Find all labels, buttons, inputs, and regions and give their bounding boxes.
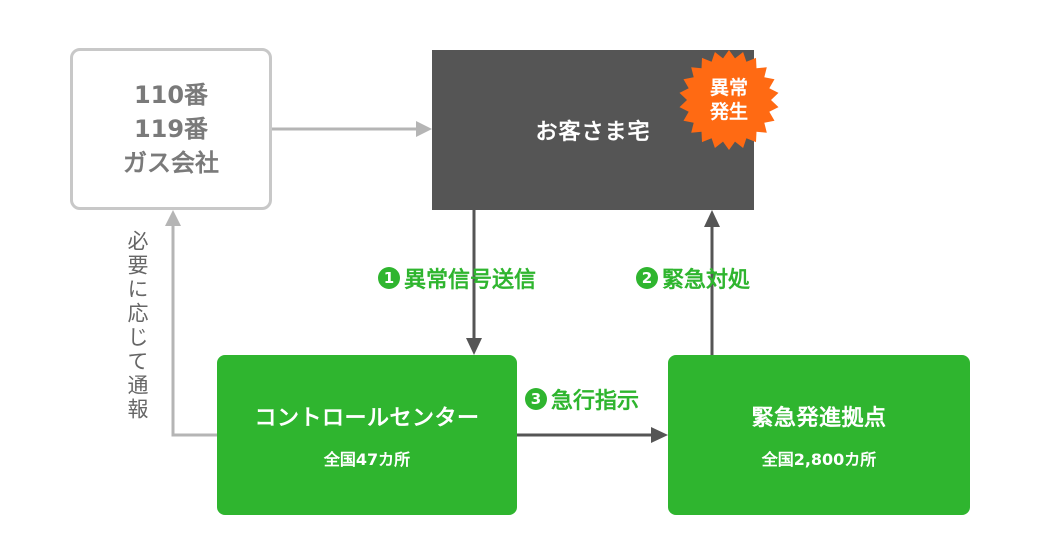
step-3-text: 急行指示 [551,389,640,414]
arrowhead-control-to-contacts [165,210,181,226]
contact-line-police: 110番 [133,81,209,109]
step-1-text: 異常信号送信 [404,268,537,293]
control-center-label: コントロールセンター [254,406,480,431]
step-3-number: 3 [525,388,547,410]
control-center-count: 全国47カ所 [323,450,411,469]
contact-line-gas: ガス会社 [123,149,219,177]
step-2-text: 緊急対処 [662,268,751,293]
emergency-contacts-box: 110番 119番 ガス会社 [70,48,272,210]
step-1-number: 1 [378,267,400,289]
emergency-base-count: 全国2,800カ所 [761,450,877,469]
alert-burst-icon [679,50,779,150]
control-center-box: コントロールセンター 全国47カ所 [217,355,517,515]
step-2-label: 2 緊急対処 [636,262,750,294]
arrowhead-control-to-base [651,427,668,443]
step-3-label: 3 急行指示 [525,383,639,415]
contact-line-fire: 119番 [133,115,209,143]
emergency-base-label: 緊急発進拠点 [751,406,887,431]
alert-badge-line-2: 発生 [709,101,748,123]
alert-badge: 異常 発生 [680,55,778,145]
alert-badge-line-1: 異常 [709,77,748,99]
alert-burst-shape [679,50,779,150]
step-1-label: 1 異常信号送信 [378,262,536,294]
emergency-base-box: 緊急発進拠点 全国2,800カ所 [668,355,970,515]
customer-home-label: お客さま宅 [535,120,651,145]
arrowhead-home-to-control [466,338,482,355]
arrowhead-contacts-to-home [416,121,432,137]
report-if-needed-note: 必要に応じて通報 [125,230,149,422]
arrowhead-base-to-home [704,210,720,227]
arrow-control-to-contacts [171,222,217,437]
step-2-number: 2 [636,267,658,289]
